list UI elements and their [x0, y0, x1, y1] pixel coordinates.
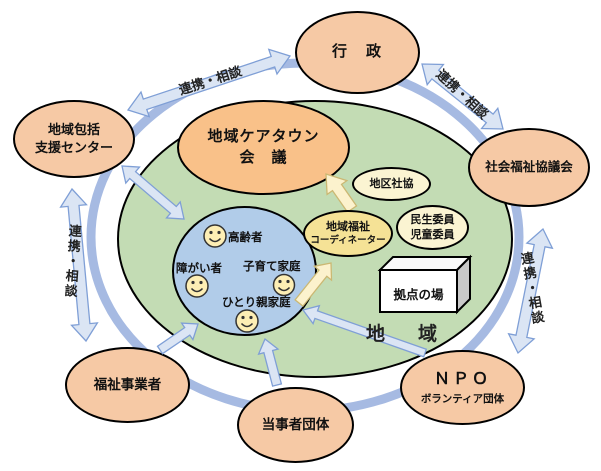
government-label: 行 政 — [331, 43, 383, 61]
double-arrow-top-left-icon — [126, 48, 292, 118]
commissioner-label-line1: 民生委員 — [410, 214, 455, 227]
support-center-label-line1: 地域包括 — [47, 122, 100, 138]
arrow-npo-to-residents-icon — [301, 304, 428, 358]
coordinator-label-line1: 地域福祉 — [326, 220, 370, 233]
smiley-elderly-icon — [203, 224, 227, 248]
base-place-box-front — [379, 269, 458, 313]
smiley-disabled-icon — [185, 274, 209, 298]
double-arrow-center-to-residents-icon — [121, 165, 185, 220]
npo-sublabel: ボランティア団体 — [420, 393, 505, 406]
node-community-welfare-coordinator: 地域福祉 コーディネーター — [303, 210, 393, 257]
node-social-welfare-council: 社会福祉協議会 — [468, 128, 590, 207]
node-welfare-commissioners: 民生委員 児童委員 — [396, 205, 469, 250]
node-welfare-provider: 福祉事業者 — [65, 347, 190, 423]
residents-circle — [172, 206, 317, 336]
care-town-meeting-label-line1: 地域ケアタウン — [207, 128, 320, 146]
double-arrow-left-icon — [59, 187, 99, 343]
node-comprehensive-support-center: 地域包括 支援センター — [13, 100, 135, 178]
social-welfare-council-label: 社会福祉協議会 — [485, 160, 573, 175]
disabled-label: 障がい者 — [176, 263, 222, 275]
coordinator-label-line2: コーディネーター — [310, 234, 386, 246]
district-council-label: 地区社協 — [369, 177, 414, 190]
node-npo: ＮＰＯ ボランティア団体 — [400, 350, 525, 425]
arrow-welfare-provider-to-residents-icon — [156, 322, 199, 355]
smiley-childcare-icon — [272, 273, 296, 297]
care-town-meeting-node: 地域ケアタウン 会 議 — [177, 100, 350, 195]
double-arrow-right-icon — [507, 227, 554, 355]
double-arrow-top-right-icon — [421, 63, 504, 130]
base-place-box-top — [377, 256, 473, 271]
care-town-meeting-label-line2: 会 議 — [239, 148, 288, 166]
party-group-label: 当事者団体 — [261, 416, 330, 432]
node-party-group: 当事者団体 — [237, 387, 354, 463]
commissioner-label-line2: 児童委員 — [410, 228, 455, 241]
single-parent-family-label: ひとり親家庭 — [222, 297, 291, 309]
node-district-council: 地区社協 — [352, 167, 431, 201]
npo-label: ＮＰＯ — [433, 370, 491, 388]
node-government: 行 政 — [295, 11, 420, 94]
welfare-provider-label: 福祉事業者 — [93, 376, 162, 392]
smiley-single-parent-icon — [235, 309, 259, 333]
support-center-label-line2: 支援センター — [34, 140, 113, 155]
childcare-family-label: 子育て家庭 — [243, 261, 301, 273]
arrow-coordinator-to-meeting-icon — [325, 173, 358, 214]
elderly-label: 高齢者 — [228, 232, 263, 244]
arrow-party-group-to-residents-icon — [257, 337, 283, 387]
base-place-label: 拠点の場 — [393, 288, 444, 302]
region-label: 地 域 — [366, 324, 445, 345]
arrow-residents-to-coordinator-icon — [294, 262, 333, 308]
